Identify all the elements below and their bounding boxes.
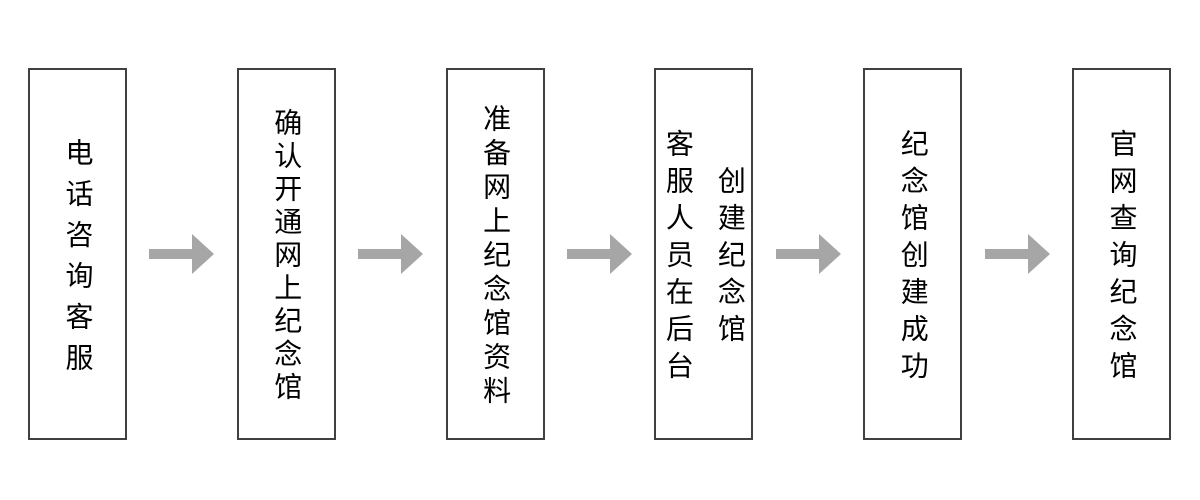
flow-step-2-text: 确认开通网上纪念馆: [263, 70, 309, 438]
connector-1: [127, 68, 237, 440]
arrow-head: [818, 234, 841, 274]
flow-step-4: 客服人员在后台 创建纪念馆: [652, 68, 756, 440]
step-text-line: 确认开通网上纪念馆: [271, 108, 303, 405]
connector-4: [753, 68, 863, 440]
flow-step-3: 准备网上纪念馆资料: [445, 68, 545, 440]
flow-step-6: 官网查询纪念馆: [1071, 68, 1171, 440]
arrow-right-icon: [984, 234, 1050, 274]
arrow-right-icon: [358, 234, 424, 274]
flow-step-1-text: 电话咨询客服: [55, 70, 101, 438]
arrow-shaft: [984, 249, 1028, 259]
flow-step-5: 纪念馆创建成功: [863, 68, 963, 440]
arrow-right-icon: [149, 234, 215, 274]
arrow-right-icon: [775, 234, 841, 274]
flow-step-2: 确认开通网上纪念馆: [236, 68, 336, 440]
arrow-head: [401, 234, 424, 274]
flow-step-4-text: 客服人员在后台 创建纪念馆: [652, 70, 756, 438]
step-text-line: 官网查询纪念馆: [1106, 129, 1138, 388]
step-text-line: 准备网上纪念馆资料: [480, 104, 512, 410]
flow-step-1: 电话咨询客服: [28, 68, 127, 440]
arrow-shaft: [358, 249, 402, 259]
step-text-line: 电话咨询客服: [62, 137, 94, 384]
flow-step-3-text: 准备网上纪念馆资料: [472, 70, 518, 438]
flow-step-5-text: 纪念馆创建成功: [890, 70, 936, 438]
connector-5: [962, 68, 1072, 440]
connector-2: [336, 68, 446, 440]
arrow-head: [192, 234, 215, 274]
step-text-line: 创建纪念馆: [714, 166, 746, 351]
arrow-right-icon: [566, 234, 632, 274]
arrow-shaft: [149, 249, 193, 259]
flow-step-6-text: 官网查询纪念馆: [1098, 70, 1144, 438]
arrow-head: [609, 234, 632, 274]
arrow-shaft: [775, 249, 819, 259]
step-text-line: 纪念馆创建成功: [897, 129, 929, 388]
arrow-head: [1027, 234, 1050, 274]
connector-3: [545, 68, 655, 440]
arrow-shaft: [566, 249, 610, 259]
flowchart: 电话咨询客服 确认开通网上纪念馆 准备网上纪念馆资料 客服人员在后台: [28, 68, 1171, 440]
step-text-line: 客服人员在后台: [662, 129, 694, 388]
